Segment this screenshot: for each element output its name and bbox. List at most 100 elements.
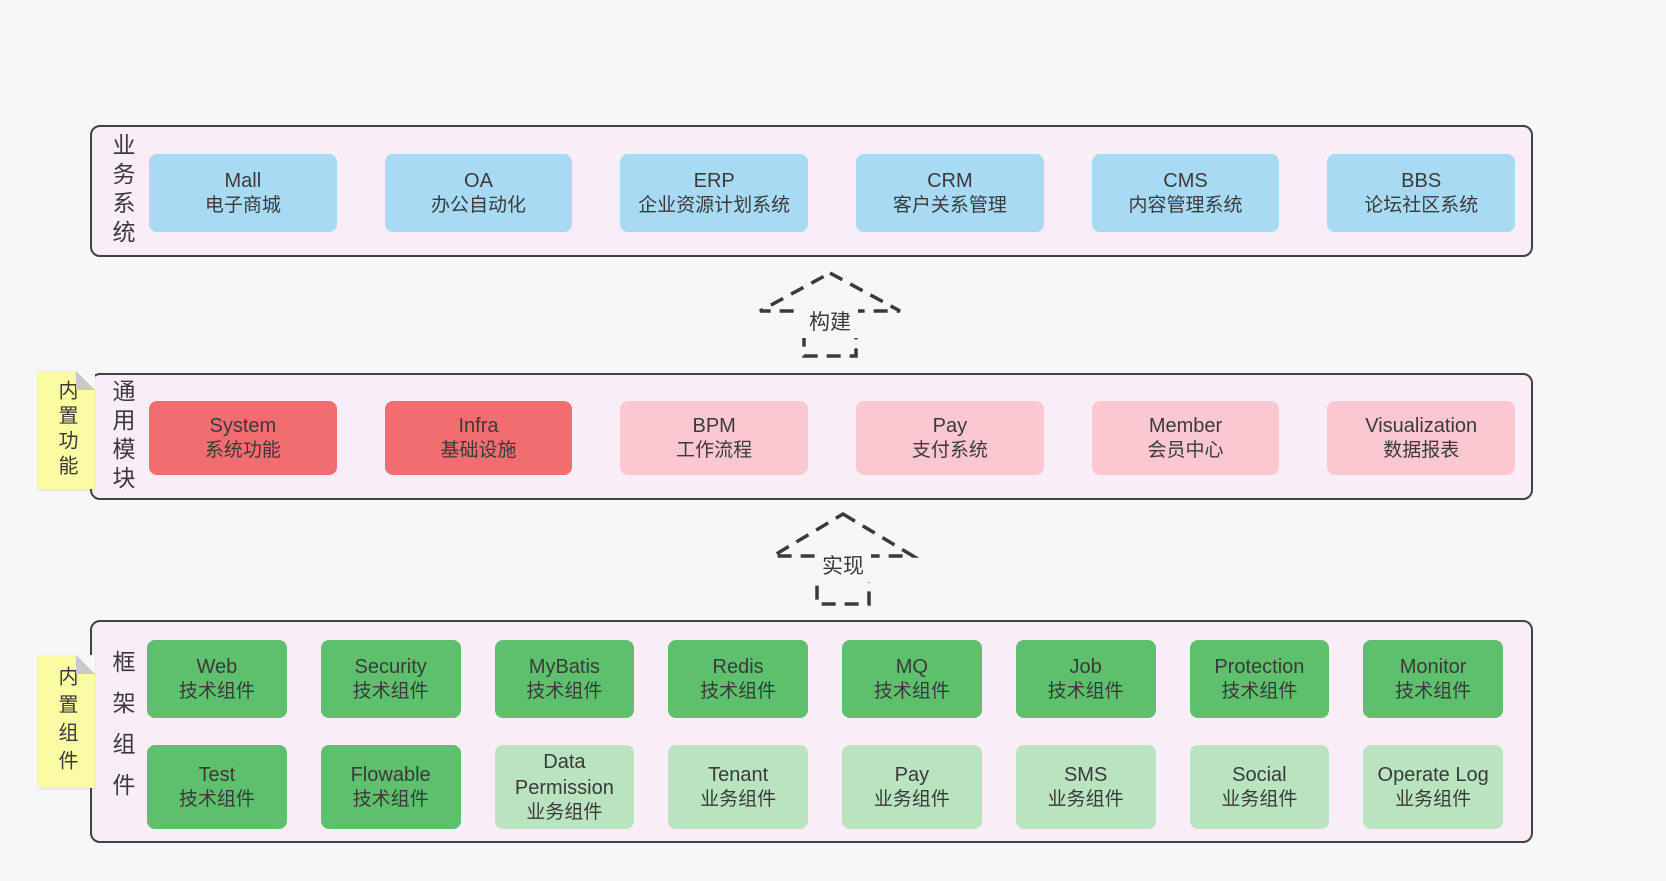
box-title: BPM	[692, 414, 736, 437]
arrow-build: 构建	[745, 266, 915, 360]
panel-business-systems: 业务系统 Mall 电子商城 OA 办公自动化 ERP 企业资源计划系统 CRM…	[90, 125, 1533, 257]
box-subtitle: 电子商城	[204, 194, 281, 216]
box-subtitle: 技术组件	[352, 788, 429, 810]
box-web: Web 技术组件	[147, 640, 287, 718]
box-mall: Mall 电子商城	[149, 154, 337, 232]
box-title: OA	[464, 169, 493, 192]
box-title: Redis	[712, 655, 764, 678]
sticky-note-builtin-components: 内置组件	[38, 655, 95, 788]
box-subtitle: 技术组件	[873, 680, 950, 702]
box-protection: Protection 技术组件	[1189, 640, 1330, 718]
box-title: MyBatis	[528, 655, 600, 678]
box-subtitle: 业务组件	[1221, 788, 1298, 810]
components-row-1: Web 技术组件 Security 技术组件 MyBatis 技术组件 Redi…	[147, 640, 1503, 718]
box-social: Social 业务组件	[1189, 745, 1330, 829]
box-subtitle: 业务组件	[873, 788, 950, 810]
box-flowable: Flowable 技术组件	[320, 745, 461, 829]
panel-title-business: 业务系统	[98, 127, 146, 255]
business-boxes-row: Mall 电子商城 OA 办公自动化 ERP 企业资源计划系统 CRM 客户关系…	[149, 154, 1516, 232]
box-subtitle: 企业资源计划系统	[638, 194, 791, 216]
box-security: Security 技术组件	[320, 640, 461, 718]
box-title: Test	[198, 763, 236, 786]
panel-title-text: 框架组件	[109, 649, 135, 814]
box-subtitle: 会员中心	[1147, 439, 1224, 461]
box-test: Test 技术组件	[147, 745, 287, 829]
box-title: ERP	[693, 169, 735, 192]
box-title: Data Permission	[514, 750, 614, 799]
box-subtitle: 基础设施	[440, 439, 517, 461]
panel-title-text: 通用模块	[109, 378, 135, 495]
box-bpm: BPM 工作流程	[620, 401, 809, 475]
folded-corner-icon	[76, 371, 95, 390]
box-subtitle: 技术组件	[352, 680, 429, 702]
box-title: Pay	[894, 763, 930, 786]
box-subtitle: 数据报表	[1383, 439, 1460, 461]
box-title: Protection	[1214, 655, 1305, 678]
box-oa: OA 办公自动化	[384, 154, 573, 232]
box-bbs: BBS 论坛社区系统	[1327, 154, 1516, 232]
box-subtitle: 支付系统	[911, 439, 988, 461]
box-pay-biz: Pay 业务组件	[842, 745, 982, 829]
box-title: Operate Log	[1377, 763, 1489, 786]
box-subtitle: 业务组件	[700, 788, 777, 810]
modules-boxes-row: System 系统功能 Infra 基础设施 BPM 工作流程 Pay 支付系统…	[149, 401, 1516, 475]
box-subtitle: 内容管理系统	[1128, 194, 1243, 216]
box-title: Mall	[224, 169, 262, 192]
box-visualization: Visualization 数据报表	[1327, 401, 1516, 475]
box-title: Security	[354, 655, 427, 678]
box-title: MQ	[895, 655, 928, 678]
box-operate-log: Operate Log 业务组件	[1363, 745, 1503, 829]
box-title: Web	[196, 655, 238, 678]
panel-title-components: 框架组件	[98, 622, 146, 841]
box-job: Job 技术组件	[1015, 640, 1156, 718]
box-title: Tenant	[708, 763, 769, 786]
box-subtitle: 办公自动化	[431, 194, 527, 216]
sticky-note-text: 内置组件	[55, 665, 77, 778]
box-title: Flowable	[350, 763, 431, 786]
sticky-note-text: 内置功能	[55, 380, 77, 480]
box-subtitle: 工作流程	[676, 439, 753, 461]
box-subtitle: 技术组件	[178, 680, 255, 702]
box-title: Pay	[932, 414, 968, 437]
box-title: BBS	[1401, 169, 1442, 192]
box-redis: Redis 技术组件	[668, 640, 808, 718]
box-title: Social	[1232, 763, 1287, 786]
box-subtitle: 技术组件	[1395, 680, 1472, 702]
box-member: Member 会员中心	[1091, 401, 1280, 475]
box-mybatis: MyBatis 技术组件	[494, 640, 635, 718]
box-subtitle: 业务组件	[1047, 788, 1124, 810]
box-title: Monitor	[1399, 655, 1467, 678]
box-crm: CRM 客户关系管理	[856, 154, 1044, 232]
arrow-implement: 实现	[758, 508, 928, 608]
dashed-up-arrow-icon	[766, 511, 920, 606]
box-subtitle: 论坛社区系统	[1364, 194, 1479, 216]
box-subtitle: 客户关系管理	[892, 194, 1007, 216]
box-system: System 系统功能	[149, 401, 337, 475]
panel-framework-components: 框架组件 Web 技术组件 Security 技术组件 MyBatis 技术组件…	[90, 620, 1533, 843]
box-title: Job	[1069, 655, 1102, 678]
folded-corner-icon	[76, 655, 95, 674]
box-subtitle: 技术组件	[526, 680, 603, 702]
box-infra: Infra 基础设施	[384, 401, 573, 475]
box-title: Visualization	[1365, 414, 1478, 437]
arrow-label: 实现	[815, 548, 871, 582]
box-subtitle: 技术组件	[178, 788, 255, 810]
box-subtitle: 系统功能	[204, 439, 281, 461]
box-title: Member	[1148, 414, 1223, 437]
arrow-label: 构建	[802, 304, 858, 338]
box-title: SMS	[1063, 763, 1108, 786]
box-subtitle: 业务组件	[1395, 788, 1472, 810]
box-title: Infra	[458, 414, 499, 437]
box-data-permission: Data Permission 业务组件	[494, 745, 635, 829]
box-erp: ERP 企业资源计划系统	[620, 154, 809, 232]
sticky-note-builtin-features: 内置功能	[38, 371, 95, 489]
box-subtitle: 技术组件	[700, 680, 777, 702]
box-title: System	[209, 414, 277, 437]
components-row-2: Test 技术组件 Flowable 技术组件 Data Permission …	[147, 745, 1503, 829]
panel-title-text: 业务系统	[109, 133, 135, 249]
box-tenant: Tenant 业务组件	[668, 745, 808, 829]
dashed-up-arrow-icon	[759, 271, 901, 358]
box-subtitle: 技术组件	[1221, 680, 1298, 702]
box-subtitle: 业务组件	[526, 801, 603, 823]
